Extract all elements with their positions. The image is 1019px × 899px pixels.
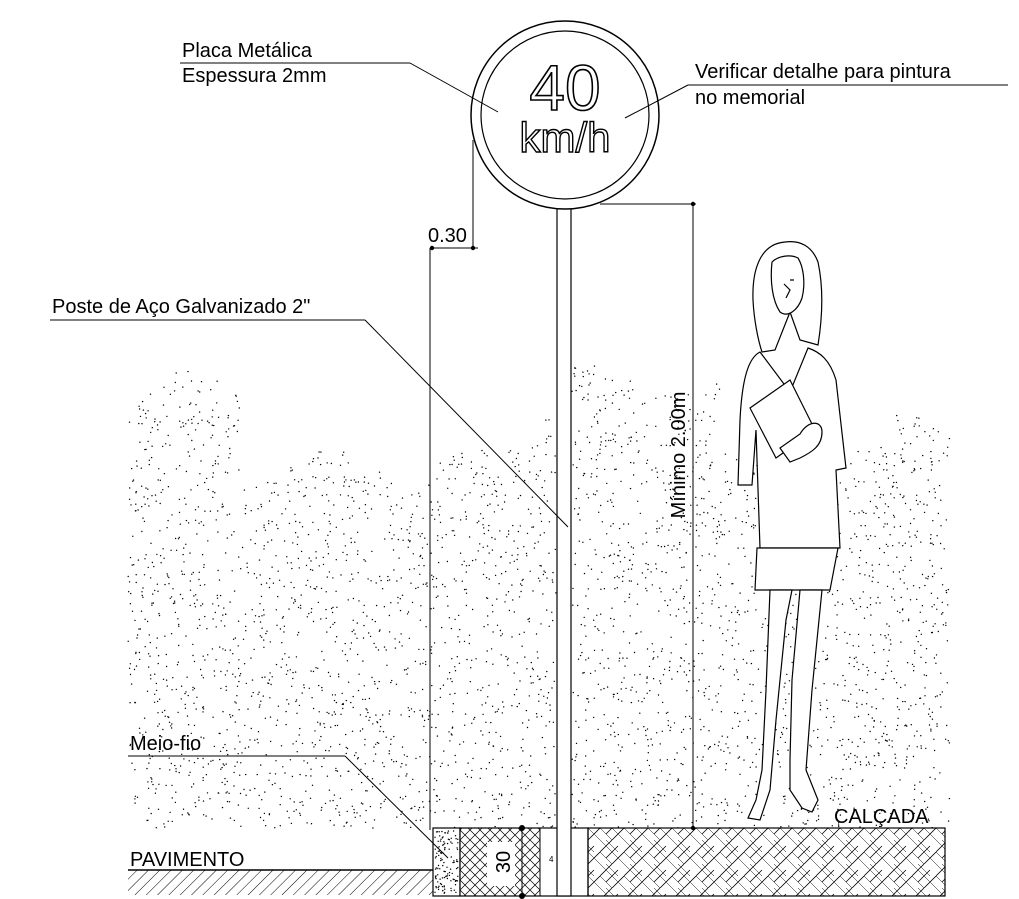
sign-speed-value: 40 [529, 52, 600, 124]
post-label: Poste de Aço Galvanizado 2" [52, 296, 310, 318]
plate-label-line2: Espessura 2mm [182, 65, 327, 87]
person-figure [737, 241, 847, 821]
footing-mark: 4 [549, 855, 554, 864]
footing-depth-label: 30 [493, 851, 515, 873]
sidewalk-label: CALÇADA [834, 806, 929, 828]
paint-leader [624, 84, 1008, 119]
plate-leader [180, 62, 499, 113]
sidewalk-block [587, 827, 946, 897]
post [556, 197, 572, 897]
curb-leader [128, 755, 449, 859]
offset-dimension [429, 140, 478, 830]
sign-plate: 40 km/h [470, 20, 660, 210]
post-leader [50, 319, 569, 528]
min-height-label: Mínimo 2.00m [668, 392, 690, 519]
offset-dimension-label: 0.30 [428, 225, 467, 247]
min-height-dimension [600, 201, 696, 831]
pavement [128, 869, 433, 895]
pavement-label: PAVIMENTO [130, 849, 244, 871]
paint-label-line2: no memorial [695, 87, 805, 109]
curb-label: Meio-fio [130, 733, 201, 755]
curb-block [432, 827, 461, 897]
footing-depth-dimension [487, 842, 515, 886]
sign-speed-unit: km/h [519, 114, 610, 161]
paint-label-line1: Verificar detalhe para pintura [695, 61, 952, 83]
plate-label-line1: Placa Metálica [182, 40, 313, 62]
